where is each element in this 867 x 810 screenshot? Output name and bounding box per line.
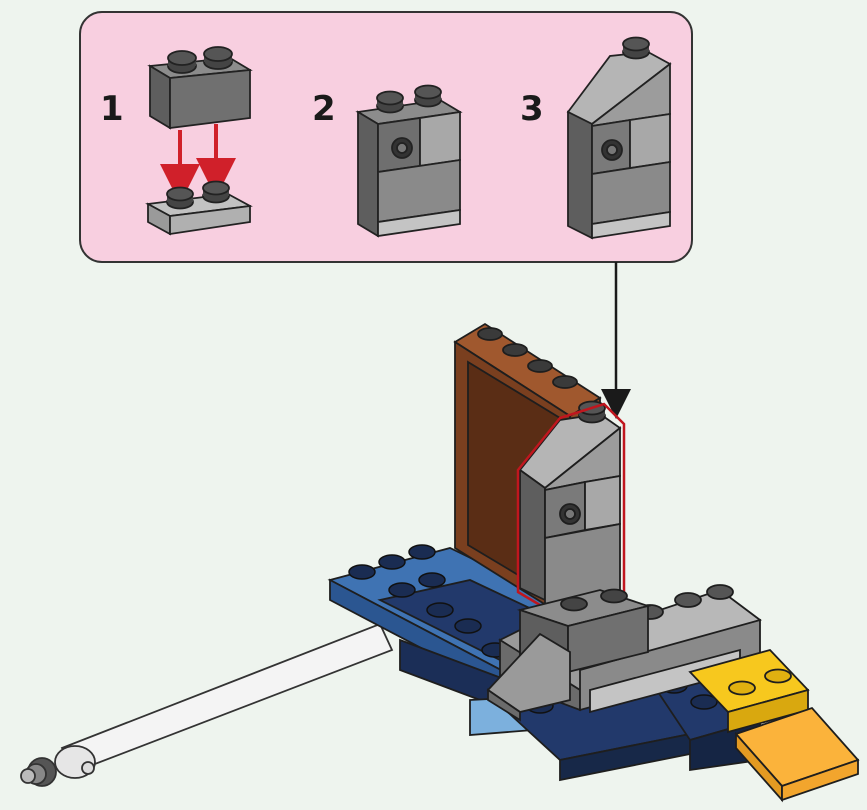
step-2-assembly xyxy=(355,84,463,238)
highlight-outline xyxy=(516,402,626,610)
step-number-3: 3 xyxy=(520,89,544,129)
step-number-2: 2 xyxy=(312,89,336,129)
red-arrows xyxy=(160,124,236,204)
yellow-plate xyxy=(688,648,810,734)
gray-pillar xyxy=(518,400,622,606)
step-1-brick xyxy=(147,46,253,130)
step-3-assembly xyxy=(566,36,672,240)
gray-slope-left xyxy=(486,632,571,722)
clear-rod xyxy=(20,622,394,787)
step-number-1: 1 xyxy=(100,89,124,129)
orange-tile xyxy=(734,706,860,803)
step-1-plate xyxy=(145,180,253,236)
